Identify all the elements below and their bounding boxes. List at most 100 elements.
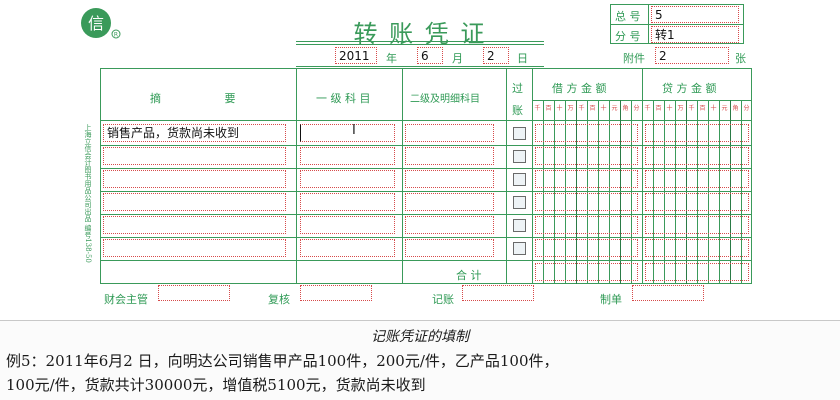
svg-text:信: 信 — [88, 14, 104, 33]
debit-total-field[interactable] — [535, 263, 638, 281]
caption-top-border — [0, 320, 840, 321]
level2-account-field[interactable] — [405, 124, 494, 142]
posted-checkbox[interactable] — [513, 173, 526, 186]
credit-amount-field[interactable] — [645, 216, 749, 234]
header-divider — [100, 120, 752, 121]
digit-place-label: 千 — [578, 105, 585, 112]
digit-column-line — [631, 100, 632, 284]
level1-account-field[interactable] — [300, 147, 395, 165]
supervisor-field[interactable] — [158, 285, 230, 301]
digit-place-label: 百 — [545, 105, 552, 112]
col-line-3 — [506, 68, 507, 284]
posted-checkbox[interactable] — [513, 150, 526, 163]
level2-account-field[interactable] — [405, 147, 494, 165]
month-field[interactable]: 6 — [417, 47, 443, 64]
year-label: 年 — [386, 52, 397, 65]
summary-field[interactable] — [103, 170, 286, 188]
total-number-label: 总 号 — [615, 10, 641, 23]
summary-field[interactable] — [103, 147, 286, 165]
digit-place-label: 万 — [567, 105, 574, 112]
digit-column-line — [609, 100, 610, 284]
digit-column-line — [598, 100, 599, 284]
posted-checkbox[interactable] — [513, 127, 526, 140]
digit-column-line — [697, 100, 698, 284]
title-underline-1 — [296, 41, 544, 42]
digit-column-line — [554, 100, 555, 284]
reviewer-field[interactable] — [300, 285, 372, 301]
level2-account-field[interactable] — [405, 170, 494, 188]
credit-amount-field[interactable] — [645, 239, 749, 257]
level1-account-field[interactable] — [300, 124, 395, 142]
debit-amount-field[interactable] — [535, 124, 638, 142]
level2-account-field[interactable] — [405, 193, 494, 211]
digit-place-label: 角 — [732, 105, 739, 112]
month-label: 月 — [452, 52, 463, 65]
svg-text:R: R — [114, 32, 118, 39]
printer-side-text: 上海立信会计图书用品公司出品 编号138-50 — [84, 124, 92, 263]
caption-line-1: 例5：2011年6月2 日，向明达公司销售甲产品100件，200元/件，乙产品1… — [6, 352, 559, 370]
row-line — [100, 145, 752, 146]
digit-place-label: 十 — [556, 105, 563, 112]
level1-account-field[interactable] — [300, 170, 395, 188]
level2-account-field[interactable] — [405, 216, 494, 234]
digit-column-line — [587, 100, 588, 284]
summary-field[interactable] — [103, 216, 286, 234]
header-posted: 过 账 — [512, 82, 523, 117]
digit-column-line — [543, 100, 544, 284]
number-box-vdivider — [648, 4, 649, 44]
credit-amount-field[interactable] — [645, 147, 749, 165]
level1-account-field[interactable] — [300, 239, 395, 257]
digit-place-label: 角 — [622, 105, 629, 112]
credit-amount-field[interactable] — [645, 124, 749, 142]
preparer-field[interactable] — [632, 285, 704, 301]
posted-checkbox[interactable] — [513, 196, 526, 209]
header-debit-amount: 借 方 金 额 — [552, 82, 607, 95]
day-label: 日 — [517, 52, 528, 65]
total-number-field[interactable]: 5 — [651, 6, 739, 23]
digit-place-label: 百 — [655, 105, 662, 112]
summary-field[interactable] — [103, 193, 286, 211]
posted-checkbox[interactable] — [513, 219, 526, 232]
text-cursor-icon: I — [352, 123, 356, 138]
debit-amount-field[interactable] — [535, 147, 638, 165]
bookkeeper-field[interactable] — [462, 285, 534, 301]
digit-place-label: 十 — [710, 105, 717, 112]
preparer-label: 制单 — [600, 293, 622, 306]
title-underline-2 — [296, 44, 544, 45]
attachments-label: 附件 — [623, 52, 645, 65]
digit-place-label: 元 — [611, 105, 618, 112]
digit-column-line — [741, 100, 742, 284]
digit-place-label: 百 — [699, 105, 706, 112]
company-logo: 信 R — [76, 6, 124, 40]
debit-amount-field[interactable] — [535, 170, 638, 188]
level1-account-field[interactable] — [300, 193, 395, 211]
debit-amount-field[interactable] — [535, 193, 638, 211]
year-field[interactable]: 2011 — [335, 47, 377, 64]
row-line — [100, 260, 752, 261]
example-caption: 记账凭证的填制 例5：2011年6月2 日，向明达公司销售甲产品100件，200… — [0, 320, 840, 400]
summary-field[interactable]: 销售产品，货款尚未收到 — [103, 124, 286, 142]
header-credit-amount: 贷 方 金 额 — [662, 82, 717, 95]
debit-amount-field[interactable] — [535, 239, 638, 257]
day-field[interactable]: 2 — [483, 47, 509, 64]
credit-amount-field[interactable] — [645, 193, 749, 211]
digit-column-line — [708, 100, 709, 284]
attachments-field[interactable]: 2 — [655, 47, 729, 64]
credit-amount-field[interactable] — [645, 170, 749, 188]
digit-place-label: 十 — [600, 105, 607, 112]
sub-number-field[interactable]: 转1 — [651, 26, 739, 43]
summary-field[interactable] — [103, 239, 286, 257]
posted-checkbox[interactable] — [513, 242, 526, 255]
digit-place-label: 元 — [721, 105, 728, 112]
total-label: 合 计 — [456, 269, 482, 282]
digit-column-line — [565, 100, 566, 284]
digit-column-line — [653, 100, 654, 284]
level2-account-field[interactable] — [405, 239, 494, 257]
digit-column-line — [675, 100, 676, 284]
level1-account-field[interactable] — [300, 216, 395, 234]
voucher-title: 转 账 凭 证 — [353, 20, 487, 48]
debit-amount-field[interactable] — [535, 216, 638, 234]
credit-total-field[interactable] — [645, 263, 749, 281]
caption-line-2: 100元/件，货款共计30000元，增值税5100元，货款尚未收到 — [6, 376, 426, 394]
digit-place-label: 十 — [666, 105, 673, 112]
